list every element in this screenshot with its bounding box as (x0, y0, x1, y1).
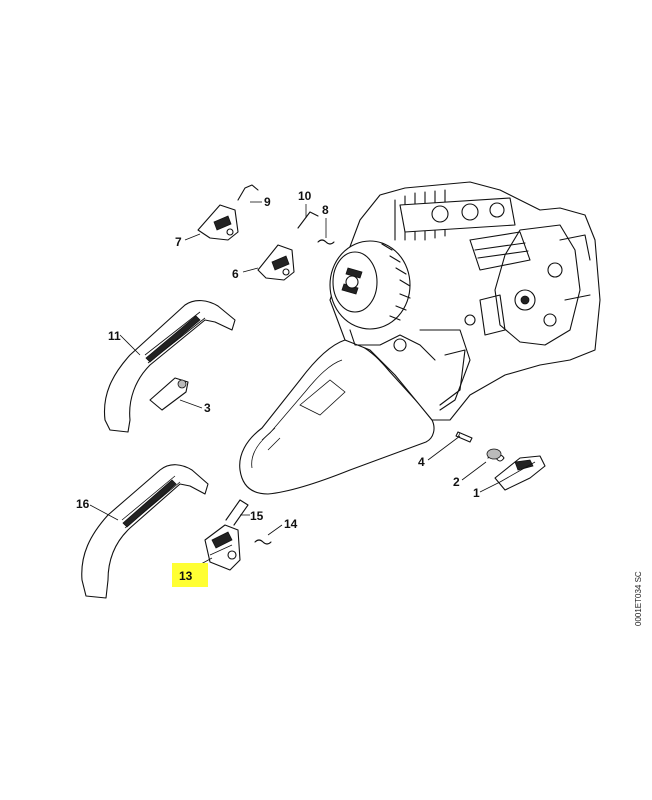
part-10-wire (297, 211, 319, 229)
part-3-lever (149, 377, 189, 411)
callout-13-highlight (172, 563, 208, 587)
part-9-wire (237, 184, 259, 201)
part-15-rod (225, 499, 249, 526)
callout-3[interactable]: 3 (204, 401, 211, 415)
part-16-handle-cover (81, 464, 209, 599)
callout-15[interactable]: 15 (250, 509, 264, 523)
callout-1[interactable]: 1 (473, 486, 480, 500)
callout-11[interactable]: 11 (108, 329, 121, 343)
callout-13[interactable]: 13 (179, 569, 193, 583)
callout-6[interactable]: 6 (232, 267, 239, 281)
callout-7[interactable]: 7 (175, 235, 182, 249)
callout-16[interactable]: 16 (76, 497, 90, 511)
callout-9[interactable]: 9 (264, 195, 271, 209)
part-1-throttle-trigger (494, 455, 546, 491)
part-7-lever (197, 204, 239, 241)
part-11-handle-cover (103, 300, 236, 433)
callout-4[interactable]: 4 (418, 455, 425, 469)
callout-14[interactable]: 14 (284, 517, 298, 531)
part-13-trigger-assembly (204, 524, 241, 571)
part-4-pin (455, 431, 473, 443)
callout-8[interactable]: 8 (322, 203, 329, 217)
callout-2[interactable]: 2 (453, 475, 460, 489)
drawing-code: 0001ET034 SC (634, 571, 643, 626)
part-14-spring (254, 539, 272, 545)
part-8-spring (317, 239, 335, 245)
callout-10[interactable]: 10 (298, 189, 312, 203)
engine-housing (239, 181, 601, 495)
part-6-lever (257, 244, 295, 281)
part-2-spring (486, 448, 505, 462)
